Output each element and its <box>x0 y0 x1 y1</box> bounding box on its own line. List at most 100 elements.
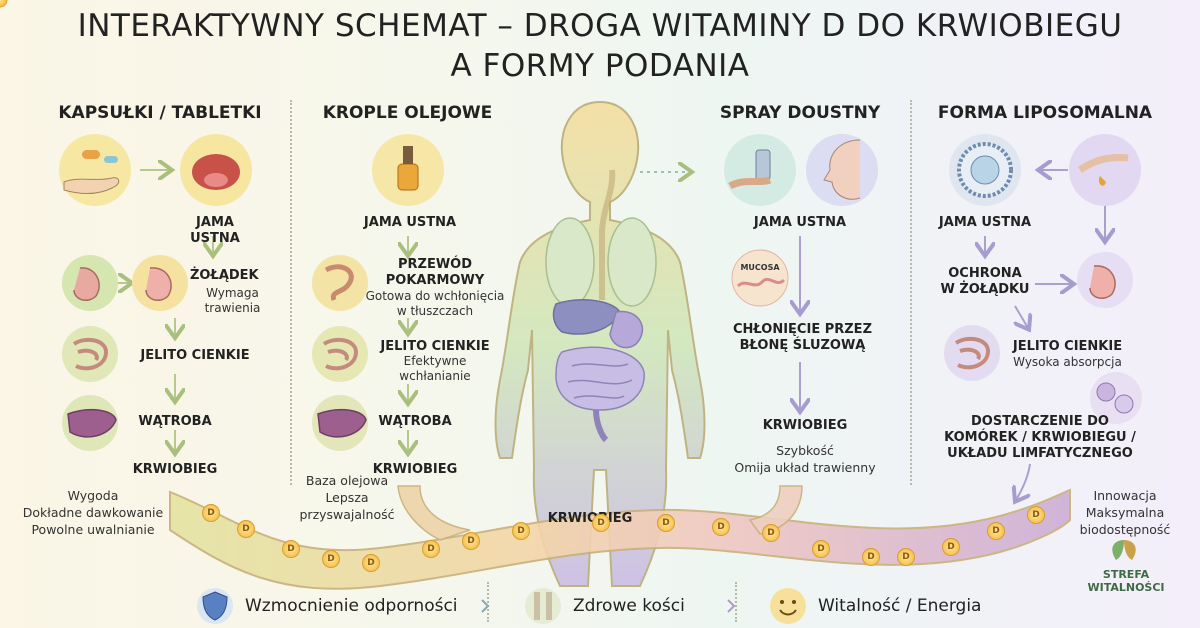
vitamin-d-particle: D <box>812 540 830 558</box>
bone-joint-icon-bg <box>525 588 561 624</box>
mucosa-label: MUCOSA <box>740 263 780 272</box>
brand-line1: STREFA <box>1102 568 1150 581</box>
vessel-label: KRWIOBIEG <box>547 511 633 526</box>
chevron-right-icon <box>727 599 736 613</box>
page-title-line1: INTERAKTYWNY SCHEMAT – DROGA WITAMINY D … <box>77 8 1123 44</box>
col2-step-tract-line: POKARMOWY <box>385 273 485 288</box>
smiley-icon-bg <box>770 588 806 624</box>
col2-step-tract-sub-line: w tłuszczach <box>396 304 474 318</box>
vitamin-d-particle: D <box>987 522 1005 540</box>
col1-notes: Wygoda Dokładne dawkowanie Powolne uwaln… <box>8 487 178 538</box>
footer-divider <box>735 582 737 622</box>
vitamin-d-particles <box>0 0 8 8</box>
col2-notes: Baza olejowa Lepsza przyswajalność <box>282 472 412 523</box>
col3-heading: SPRAY DOUSTNY <box>719 103 881 123</box>
col1-step-mouth: JAMA USTNA <box>190 215 240 246</box>
benefit-immunity: Wzmocnienie odporności <box>245 596 458 616</box>
column-divider <box>910 100 912 485</box>
vitamin-d-particle: D <box>712 518 730 536</box>
small-intestine-icon <box>944 325 1000 381</box>
col1-note: Powolne uwalnianie <box>31 522 155 537</box>
col2-step-intestine-sub-line: Efektywne <box>403 354 467 368</box>
vitamin-d-particle: D <box>1027 506 1045 524</box>
col3-step-mouth: JAMA USTNA <box>753 215 847 230</box>
col1-note: Wygoda <box>67 488 119 503</box>
vitamin-d-particle: D <box>897 548 915 566</box>
col4-step-intestine: JELITO CIENKIE <box>1012 339 1123 354</box>
col4-note: Innowacja <box>1093 488 1157 503</box>
vitamin-d-particle: D <box>237 520 255 538</box>
vitamin-d-particle: D <box>462 532 480 550</box>
col1-note: Dokładne dawkowanie <box>22 505 164 520</box>
footer-divider <box>487 582 489 622</box>
col1-heading: KAPSUŁKI / TABLETKI <box>58 103 262 123</box>
flow-arrows <box>112 170 408 452</box>
col2-step-tract-sub: Gotowa do wchłonięcia w tłuszczach <box>360 289 510 319</box>
col1-step-blood: KRWIOBIEG <box>132 462 218 477</box>
col1-step-stomach-sub: Wymaga trawienia <box>204 286 261 315</box>
small-intestine-icon <box>312 326 368 382</box>
vitamin-d-particle: D <box>762 524 780 542</box>
brand-leaf-icon <box>1112 540 1124 560</box>
col3-step-membrane: CHŁONIĘCIE PRZEZ BŁONĘ ŚLUZOWĄ <box>715 322 890 354</box>
vitamin-d-particle: D <box>322 550 340 568</box>
col4-step-delivery-line: UKŁADU LIMFATYCZNEGO <box>947 446 1133 461</box>
col4-step-protect-line: OCHRONA <box>948 266 1022 281</box>
col4-step-intestine-sub: Wysoka absorpcja <box>1013 355 1122 369</box>
column-divider <box>290 100 292 485</box>
col2-step-mouth: JAMA USTNA <box>363 215 457 230</box>
col4-note: Maksymalna <box>1085 505 1165 520</box>
col1-step-intestine: JELITO CIENKIE <box>140 348 250 363</box>
col4-step-delivery: DOSTARCZENIE DO KOMÓREK / KRWIOBIEGU / U… <box>925 414 1155 462</box>
col2-step-intestine-sub: Efektywne wchłanianie <box>385 354 485 384</box>
col3-step-blood: KRWIOBIEG <box>762 418 848 433</box>
col4-heading: FORMA LIPOSOMALNA <box>937 103 1153 123</box>
benefit-energy: Witalność / Energia <box>818 596 982 616</box>
mucosa-icon <box>731 249 789 307</box>
col1-step-liver: WĄTROBA <box>138 414 212 429</box>
brand-logo: STREFA WITALNOŚCI <box>1078 568 1174 594</box>
col4-step-delivery-line: DOSTARCZENIE DO <box>971 414 1109 429</box>
col2-step-intestine: JELITO CIENKIE <box>380 339 490 354</box>
drop-hand-icon <box>1069 134 1141 206</box>
vitamin-d-particle: D <box>942 538 960 556</box>
col4-step-delivery-line: KOMÓREK / KRWIOBIEGU / <box>944 430 1136 445</box>
blood-vessel <box>169 485 1071 590</box>
col2-step-intestine-sub-line: wchłanianie <box>399 369 471 383</box>
col2-note: przyswajalność <box>299 507 395 522</box>
col4-note: biodostępność <box>1079 522 1171 537</box>
col4-step-mouth: JAMA USTNA <box>938 215 1032 230</box>
small-intestine-icon <box>62 326 118 382</box>
brand-line2: WITALNOŚCI <box>1087 581 1165 594</box>
col2-step-blood: KRWIOBIEG <box>372 462 458 477</box>
page-title-line2: A FORMY PODANIA <box>450 48 750 84</box>
vitamin-d-particle: D <box>862 548 880 566</box>
capsule-hand-icon <box>59 134 131 206</box>
col3-step-membrane-line: CHŁONIĘCIE PRZEZ <box>732 322 872 337</box>
col3-note: Szybkość <box>776 443 834 458</box>
vitamin-d-particle: D <box>512 522 530 540</box>
vitamin-d-particle: D <box>592 514 610 532</box>
col3-step-membrane-line: BŁONĘ ŚLUZOWĄ <box>739 338 866 353</box>
col2-note: Lepsza <box>325 490 369 505</box>
human-body-silhouette <box>494 100 706 587</box>
benefit-bones: Zdrowe kości <box>573 596 685 616</box>
col4-notes: Innowacja Maksymalna biodostępność <box>1060 487 1190 538</box>
vitamin-d-particle: D <box>422 540 440 558</box>
col2-step-tract-line: PRZEWÓD <box>397 257 473 272</box>
col3-note: Omija układ trawienny <box>734 460 876 475</box>
col2-step-tract: PRZEWÓD POKARMOWY <box>370 257 500 289</box>
chevron-right-icon <box>481 599 490 613</box>
vitamin-d-particle: D <box>657 514 675 532</box>
col2-heading: KROPLE OLEJOWE <box>322 103 493 123</box>
col4-step-protect: OCHRONA W ŻOŁĄDKU <box>930 266 1040 298</box>
col2-step-liver: WĄTROBA <box>378 414 452 429</box>
vitamin-d-particle: D <box>202 504 220 522</box>
vitamin-d-particle: D <box>282 540 300 558</box>
col3-notes: Szybkość Omija układ trawienny <box>720 442 890 476</box>
vitamin-d-particle: D <box>362 554 380 572</box>
col4-step-protect-line: W ŻOŁĄDKU <box>940 282 1030 297</box>
col2-step-tract-sub-line: Gotowa do wchłonięcia <box>365 289 505 303</box>
col1-step-stomach: ŻOŁĄDEK <box>190 268 259 283</box>
